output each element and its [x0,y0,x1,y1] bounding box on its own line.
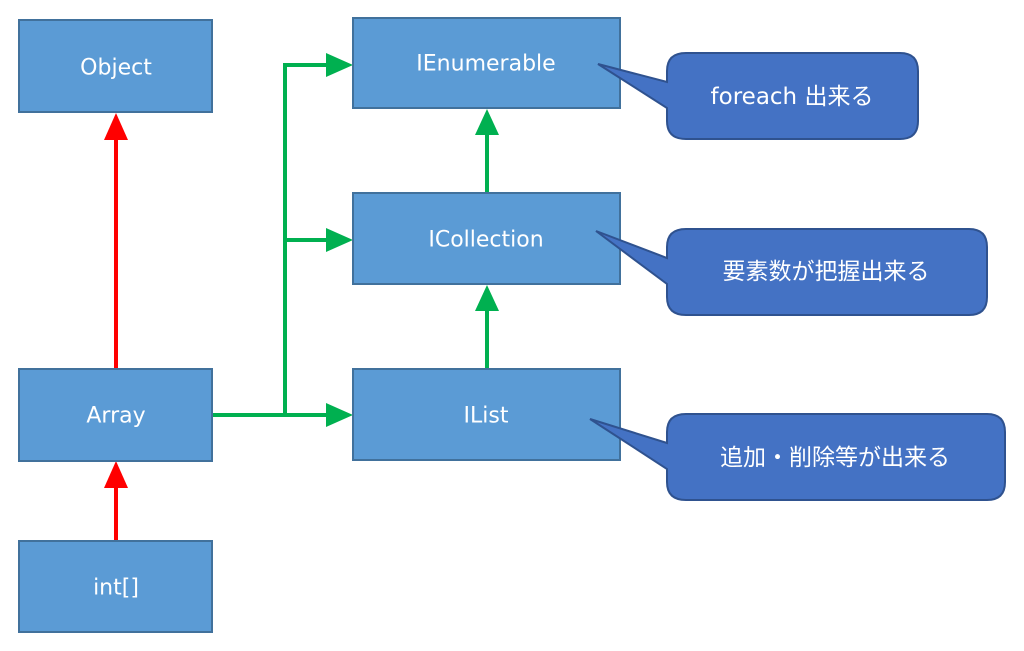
inheritance-edges [104,113,128,541]
interface-edges [212,53,499,427]
callout-shape-count [595,228,988,316]
node-icollection: ICollection [352,192,621,285]
callout-count: 要素数が把握出来る [595,228,988,316]
arrowhead-object [104,113,128,140]
arrowhead-icollection-up [475,285,499,311]
node-label-ilist: IList [464,404,509,429]
callout-text-add-remove: 追加・削除等が出来る [720,445,950,471]
node-ienumerable: IEnumerable [352,17,621,109]
arrowhead-ienumerable [326,53,353,77]
callout-shape-add-remove [589,413,1006,501]
node-label-array: Array [86,404,145,429]
node-label-icollection: ICollection [428,228,543,253]
arrowhead-icollection [326,228,353,252]
node-label-object: Object [80,56,152,81]
node-array: Array [18,368,213,462]
callout-text-foreach: foreach 出来る [711,84,874,110]
node-ilist: IList [352,368,621,461]
node-label-ienumerable: IEnumerable [416,52,555,77]
arrowhead-ilist [326,403,353,427]
node-label-int-array: int[] [93,576,139,601]
callout-add-remove: 追加・削除等が出来る [589,413,1006,501]
arrowhead-ienumerable-up [475,109,499,135]
callout-text-count: 要素数が把握出来る [723,259,930,285]
node-object: Object [18,19,213,113]
arrowhead-array [104,461,128,488]
callout-foreach: foreach 出来る [597,52,919,140]
callout-shape-foreach [597,52,919,140]
node-int-array: int[] [18,540,213,633]
